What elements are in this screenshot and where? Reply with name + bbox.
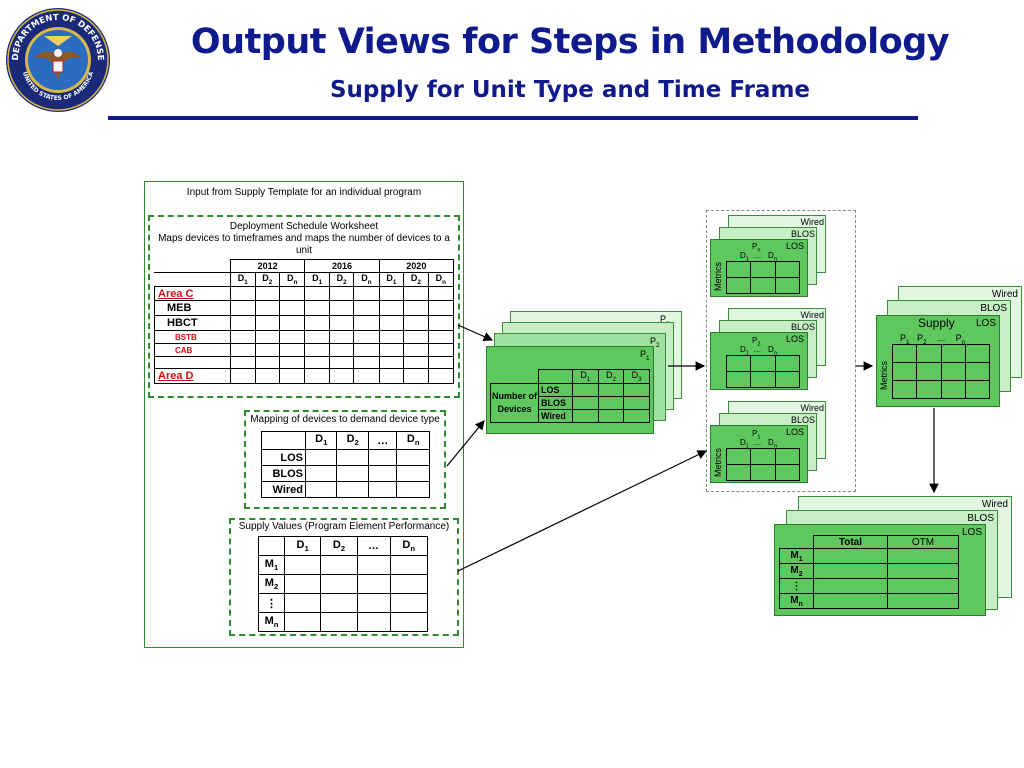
map-col-dn: Dn xyxy=(396,431,430,450)
row-area-d: Area D xyxy=(154,368,231,384)
mstack-pn-los-label: LOS xyxy=(785,241,804,251)
eagle-icon xyxy=(34,36,82,80)
page-title: Output Views for Steps in Methodology xyxy=(190,22,950,62)
supply-values-title: Supply Values (Program Element Performan… xyxy=(238,521,450,532)
total-blos-label: BLOS xyxy=(967,513,994,524)
mstack-pn-program: Pn xyxy=(752,242,761,254)
page-subtitle: Supply for Unit Type and Time Frame xyxy=(329,77,811,103)
total-los-label: LOS xyxy=(961,527,982,538)
sv-row-m1: M1 xyxy=(258,555,285,575)
supply-wired-label: Wired xyxy=(991,289,1018,300)
mstack-p2-los-label: LOS xyxy=(785,334,804,344)
mstack-pn-blos-label: BLOS xyxy=(790,229,815,239)
supply-los-label: LOS xyxy=(975,318,996,329)
map-row-wired: Wired xyxy=(261,481,306,498)
mstack-p1-blos-label: BLOS xyxy=(790,415,815,425)
input-caption: Input from Supply Template for an indivi… xyxy=(186,187,422,198)
supply-title: Supply xyxy=(918,316,955,330)
supply-blos-label: BLOS xyxy=(980,303,1007,314)
total-row-mn: Mn xyxy=(779,593,814,609)
mstack-p1-wired-label: Wired xyxy=(800,403,824,413)
row-area-c: Area C xyxy=(154,286,231,301)
arrow-supply-values-to-metrics xyxy=(457,450,708,572)
metric-stacks-region xyxy=(706,210,856,492)
count-label-p1: P1 xyxy=(640,349,650,362)
mstack-p2-grid xyxy=(725,355,801,388)
sv-row-mn: Mn xyxy=(258,612,285,632)
deployment-worksheet-box xyxy=(148,215,460,398)
mstack-p1-cols: D1 … Dn xyxy=(740,438,777,450)
dod-seal: DEPARTMENT OF DEFENSE UNITED STATES OF A… xyxy=(6,8,110,112)
count-label-p2: P2 xyxy=(650,336,660,349)
mapping-title: Mapping of devices to demand device type xyxy=(250,414,440,425)
count-col-d1: D1 xyxy=(572,369,599,384)
supply-grid xyxy=(891,344,991,399)
col-dn: Dn xyxy=(353,272,380,287)
mstack-p2-program: P2 xyxy=(752,336,761,348)
count-row-label: Number of Devices xyxy=(490,382,539,423)
row-hbct: HBCT xyxy=(154,315,231,331)
total-table: Total OTM M1 M2 ⋮ Mn xyxy=(779,535,960,609)
supply-values-box xyxy=(229,518,459,636)
mapping-table: D1 D2 … Dn LOS BLOS Wired xyxy=(261,431,430,498)
title-rule xyxy=(108,116,918,120)
mstack-p1-los-label: LOS xyxy=(785,427,804,437)
mstack-p1-program: P1 xyxy=(752,429,761,441)
deployment-desc: Maps devices to timeframes and maps the … xyxy=(158,233,450,256)
count-row-wired: Wired xyxy=(538,408,573,423)
row-meb: MEB xyxy=(154,300,231,316)
deployment-title: Deployment Schedule Worksheet xyxy=(229,221,379,232)
mstack-p1-grid xyxy=(725,448,801,481)
mapping-box xyxy=(244,410,446,509)
input-template-box xyxy=(144,181,464,648)
map-row-blos: BLOS xyxy=(261,465,306,482)
mstack-p2-blos-label: BLOS xyxy=(790,322,815,332)
mstack-pn-wired-label: Wired xyxy=(800,217,824,227)
supply-cols: P1 P2 … Pn xyxy=(900,333,966,346)
mstack-p2-cols: D1 … Dn xyxy=(740,345,777,357)
arrow-deployment-to-count xyxy=(457,324,494,342)
arrow-mapping-to-count xyxy=(446,420,485,467)
mstack-p2-wired-label: Wired xyxy=(800,310,824,320)
mstack-pn-cols: D1 … Dn xyxy=(740,251,777,263)
mstack-pn-grid xyxy=(725,261,801,294)
total-wired-label: Wired xyxy=(981,499,1008,510)
supply-values-table: D1 D2 … Dn M1 M2 ⋮ Mn xyxy=(258,536,428,632)
